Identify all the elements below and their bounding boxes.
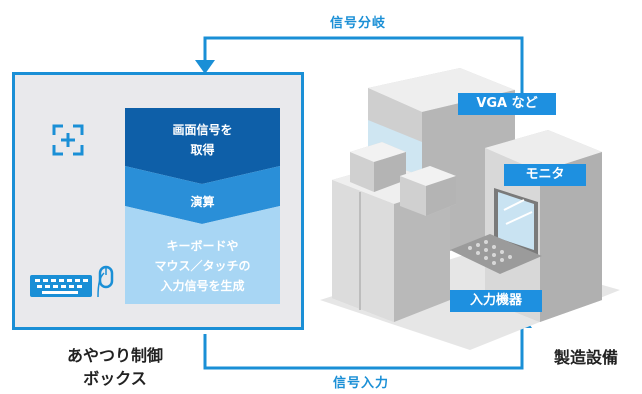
process-flow-chevrons — [125, 108, 280, 304]
step-3-shape — [125, 206, 280, 304]
equipment-title: 製造設備 — [553, 348, 618, 367]
control-box-title-line2: ボックス — [83, 369, 147, 388]
step-1-line2: 取得 — [190, 143, 215, 157]
monitor-tag: モニタ — [504, 164, 586, 186]
step-1-text: 画面信号を 取得 — [125, 120, 280, 160]
step-1-line1: 画面信号を — [172, 123, 233, 137]
control-box-title-line1: あやつり制御 — [66, 346, 163, 365]
screen-capture-icon — [52, 124, 84, 156]
step-3-line2: マウス／タッチの — [154, 259, 251, 273]
input-device-tag: 入力機器 — [450, 290, 542, 312]
step-3-line1: キーボードや — [166, 239, 239, 253]
top-arrow-label: 信号分岐 — [330, 16, 387, 31]
vga-tag: VGA など — [458, 93, 556, 115]
step-1-shape — [125, 108, 280, 184]
control-box-title: あやつり制御 ボックス — [20, 344, 210, 390]
keyboard-mouse-icon — [30, 265, 114, 298]
bottom-arrow-label: 信号入力 — [333, 376, 390, 391]
step-2-line1: 演算 — [190, 195, 215, 209]
step-2-shape — [125, 166, 280, 224]
step-3-line3: 入力信号を生成 — [160, 279, 245, 293]
step-3-text: キーボードや マウス／タッチの 入力信号を生成 — [125, 236, 280, 296]
step-2-text: 演算 — [125, 192, 280, 212]
